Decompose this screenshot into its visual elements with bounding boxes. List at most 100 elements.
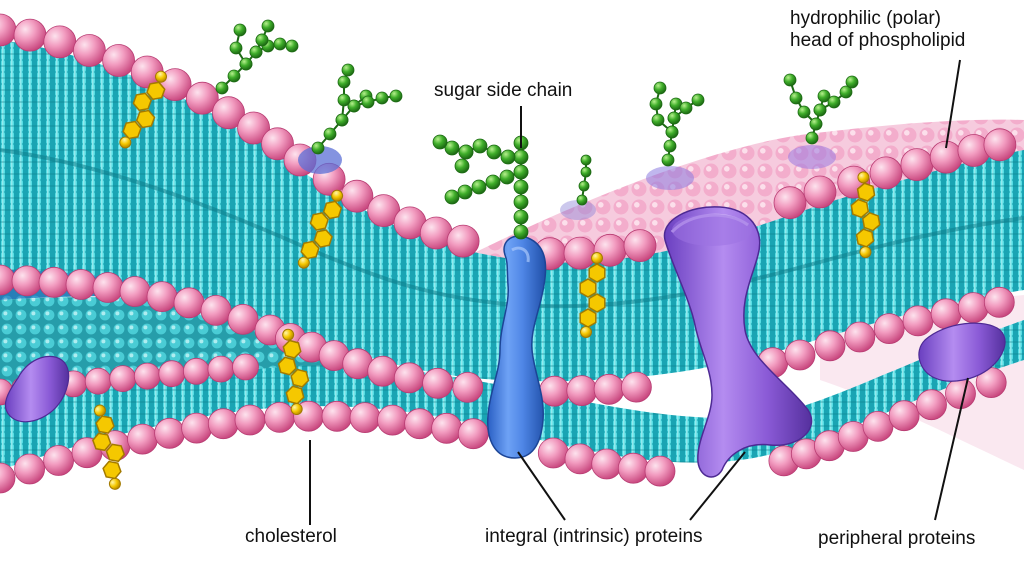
phospholipid-head [43, 25, 77, 59]
label-integral-proteins: integral (intrinsic) proteins [485, 526, 703, 547]
phospholipid-head [621, 371, 652, 403]
phospholipid-head [237, 111, 271, 145]
sugar-bead [444, 140, 460, 156]
phospholipid-head [957, 292, 989, 324]
sugar-bead [229, 41, 243, 55]
sugar-bead [845, 75, 859, 89]
surface-protein [560, 200, 596, 220]
phospholipid-head [102, 44, 135, 77]
sugar-bead [471, 179, 487, 195]
leader-hydrophilic-head [945, 59, 961, 149]
phospholipid-head [127, 423, 158, 455]
phospholipid-head [92, 272, 124, 303]
phospholipid-head [803, 175, 837, 209]
peripheral-protein-left [4, 355, 70, 423]
phospholipid-head [232, 353, 259, 381]
cholesterol [92, 404, 126, 490]
sugar-side-chain [783, 73, 859, 145]
sugar-bead [580, 154, 592, 166]
label-peripheral-proteins: peripheral proteins [818, 528, 976, 549]
sugar-bead [580, 166, 592, 178]
sugar-bead [691, 93, 705, 107]
label-cholesterol: cholesterol [245, 526, 337, 547]
sugar-bead [335, 113, 349, 127]
label-hydrophilic-head-line2: head of phospholipid [790, 29, 966, 51]
phospholipid-head [902, 305, 934, 337]
sugar-bead [513, 224, 529, 240]
sugar-bead [472, 138, 488, 154]
phospholipid-head [644, 455, 676, 487]
sugar-bead [661, 153, 675, 167]
sugar-side-chain [432, 134, 529, 240]
leader-integral-blue [517, 451, 566, 521]
sugar-bead [576, 194, 588, 206]
sugar-bead [839, 85, 853, 99]
surface-protein [646, 166, 694, 190]
phospholipid-head [930, 298, 962, 330]
phospholipid-head [133, 362, 161, 390]
integral-protein-blue [486, 235, 547, 459]
sugar-bead [233, 23, 247, 37]
phospholipid-head [873, 313, 905, 345]
phospholipid-head [563, 236, 597, 270]
phospholipid-head [844, 321, 876, 353]
sugar-side-chain [649, 81, 705, 167]
phospholipid-head [983, 128, 1017, 162]
sugar-bead [255, 33, 269, 47]
sugar-bead [783, 73, 797, 87]
phospholipid-head [65, 269, 97, 300]
sugar-side-chains [215, 19, 859, 240]
phospholipid-head [173, 287, 205, 319]
sugar-bead [273, 37, 287, 51]
sugar-bead [227, 69, 241, 83]
leader-lines [309, 59, 969, 525]
phospholipid-head [773, 186, 807, 220]
sugar-bead [665, 125, 679, 139]
phospholipid-head [182, 357, 210, 385]
phospholipid-head [158, 360, 186, 388]
sugar-bead [215, 81, 229, 95]
phospholipid-head [119, 276, 151, 307]
phospholipid-head [154, 417, 186, 449]
phospholipid-head [404, 408, 436, 440]
sugar-bead [513, 209, 529, 225]
sugar-bead [809, 117, 823, 131]
phospholipid-head [457, 418, 489, 450]
sugar-bead [817, 89, 831, 103]
phospholipid-head [452, 371, 484, 403]
sugar-bead [663, 139, 677, 153]
phospholipid-head [564, 443, 596, 475]
cholesterol-molecules [92, 70, 881, 490]
phospholipid-head [227, 303, 259, 335]
phospholipid-head [349, 402, 381, 434]
sugar-bead [323, 127, 337, 141]
cholesterol [277, 328, 310, 416]
sugar-bead [389, 89, 403, 103]
phospholipid-head [377, 404, 408, 436]
sugar-bead [486, 144, 502, 160]
peripheral-protein-right [918, 322, 1006, 382]
sugar-bead [337, 75, 351, 89]
phospholipid-head [446, 224, 480, 258]
phospholipid-head [393, 362, 425, 394]
sugar-bead [667, 111, 681, 125]
phospholipid-head [38, 266, 70, 298]
sugar-bead [499, 169, 515, 185]
cholesterol [850, 171, 881, 259]
phospholipid-head [888, 400, 920, 432]
phospholipid-head [84, 367, 112, 395]
phospholipid-head [200, 294, 232, 326]
sugar-bead [578, 180, 590, 192]
phospholipid-head [321, 400, 353, 432]
leader-integral-purple [689, 451, 746, 521]
phospholipid-head [367, 355, 399, 387]
phospholipid-head [623, 229, 657, 263]
sugar-bead [311, 141, 325, 155]
sugar-bead [679, 101, 693, 115]
phospholipid-head [900, 148, 934, 182]
sugar-bead [485, 174, 501, 190]
phospholipid-head [945, 378, 976, 410]
upper-bilayer-tails [0, 40, 1024, 382]
